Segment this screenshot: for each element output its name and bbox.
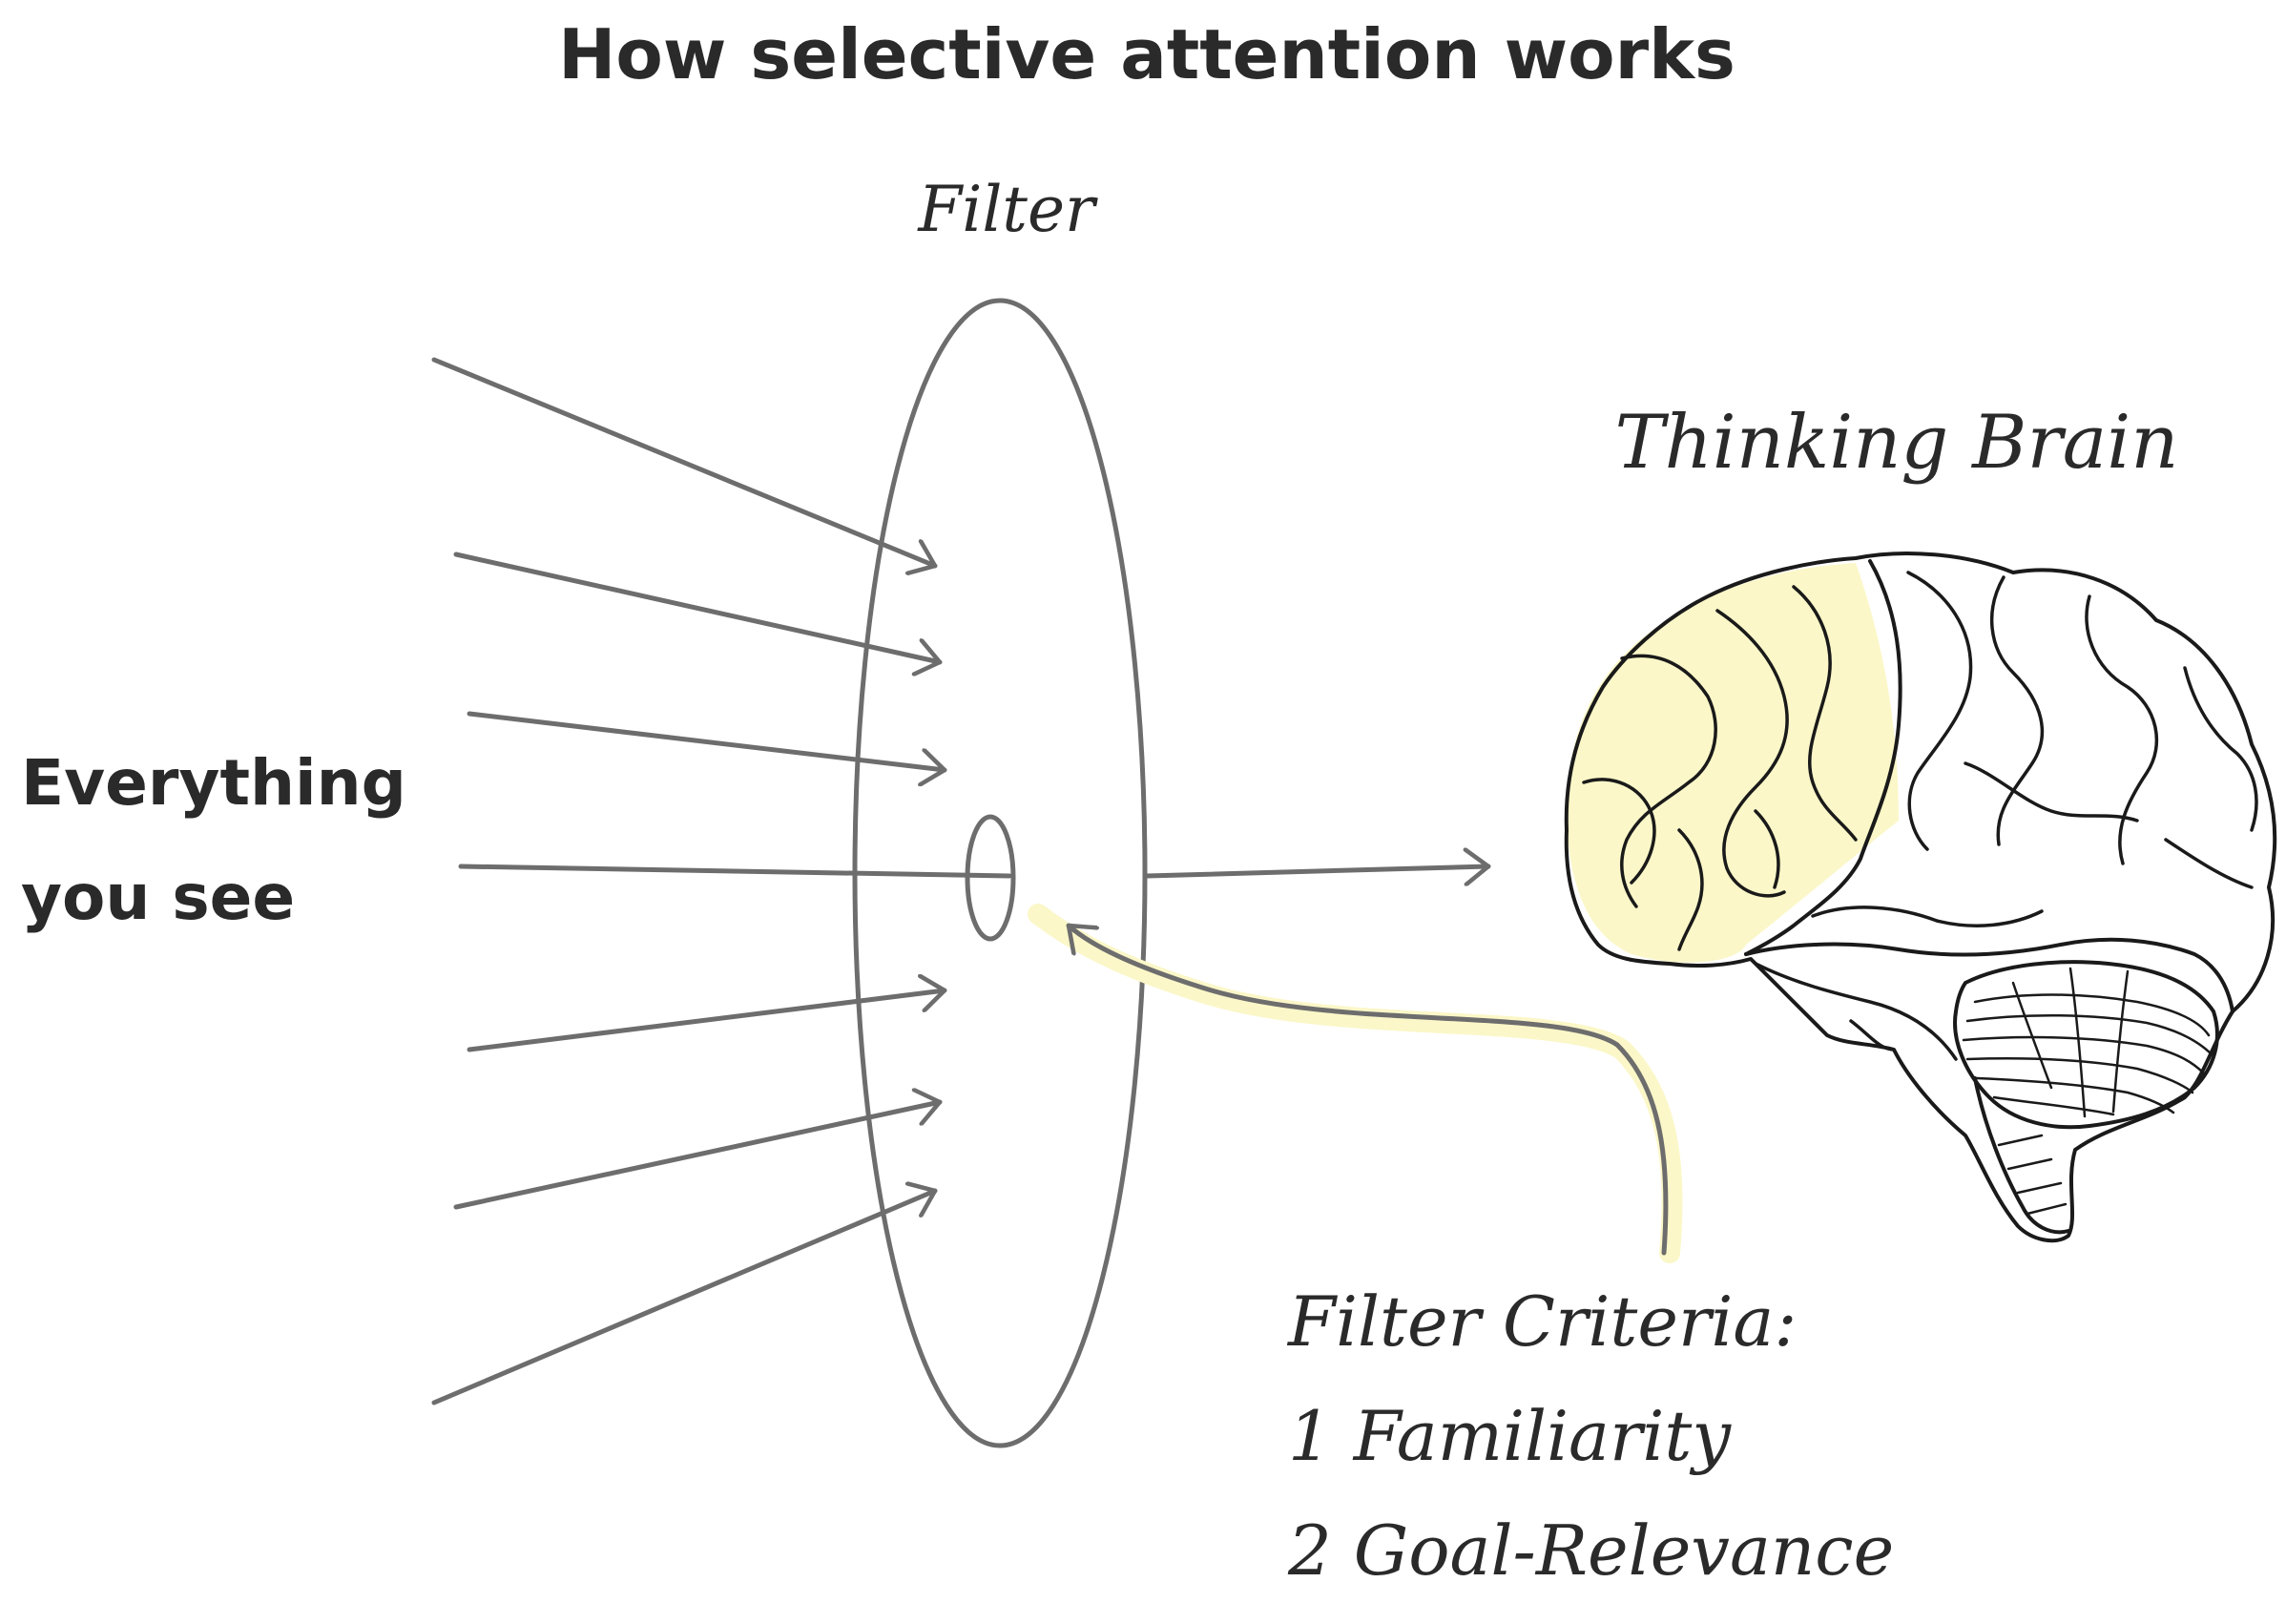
input-label-line2: you see (21, 861, 295, 934)
parietal-gyri-5 (1964, 761, 2139, 822)
input-arrow-3 (467, 711, 947, 770)
brain-stem-lines (1997, 1134, 2068, 1216)
criteria-item-2: 2 Goal-Relevance (1287, 1510, 1894, 1591)
criteria-item-1: 1 Familiarity (1288, 1396, 1732, 1476)
filter-aperture (965, 814, 1016, 942)
frontal-gyri-3 (1792, 585, 1858, 842)
parietal-gyri-4 (2183, 666, 2258, 832)
frontal-gyri-4 (1582, 778, 1656, 885)
central-sulcus (1744, 559, 1902, 956)
brain-outline (1564, 552, 2277, 1243)
brain-stem (1973, 1076, 2070, 1235)
parietal-gyri-6 (2164, 838, 2254, 889)
frontal-lobe-highlight (1566, 563, 1899, 963)
input-arrow-1 (431, 357, 938, 566)
input-arrows (431, 357, 1012, 1405)
criteria-heading: Filter Criteria: (1286, 1281, 1798, 1362)
input-label-line1: Everything (21, 746, 406, 820)
temporal-gyri-1 (1754, 962, 1958, 1061)
criteria-curve (1066, 923, 1669, 1256)
input-arrow-2 (453, 552, 943, 662)
cerebellum-outline (1953, 960, 2219, 1130)
input-arrow-5 (467, 990, 947, 1052)
output-arrow (1144, 866, 1491, 876)
temporal-gyri-3 (1849, 1019, 1896, 1051)
input-arrow-6 (453, 1102, 943, 1210)
cerebellum-folia (1962, 967, 2213, 1118)
frontal-gyri-6 (1754, 809, 1780, 889)
parietal-gyri-2 (1990, 575, 2045, 846)
brain-label: Thinking Brain (1615, 400, 2179, 486)
diagram-title: How selective attention works (558, 14, 1735, 94)
parietal-gyri-3 (2085, 594, 2159, 865)
filter-label: Filter (917, 173, 1098, 246)
frontal-gyri-1 (1620, 654, 1717, 908)
input-arrow-7 (431, 1191, 938, 1405)
input-arrow-4 (458, 864, 1012, 879)
frontal-gyri-2 (1715, 609, 1789, 898)
brain-illustration (1564, 552, 2277, 1243)
lateral-fissure (1744, 937, 2234, 1013)
criteria-curve-glow (1028, 904, 1683, 1263)
temporal-gyri-2 (1811, 906, 2044, 927)
frontal-gyri-5 (1677, 828, 1704, 951)
parietal-gyri-1 (1906, 571, 1973, 851)
